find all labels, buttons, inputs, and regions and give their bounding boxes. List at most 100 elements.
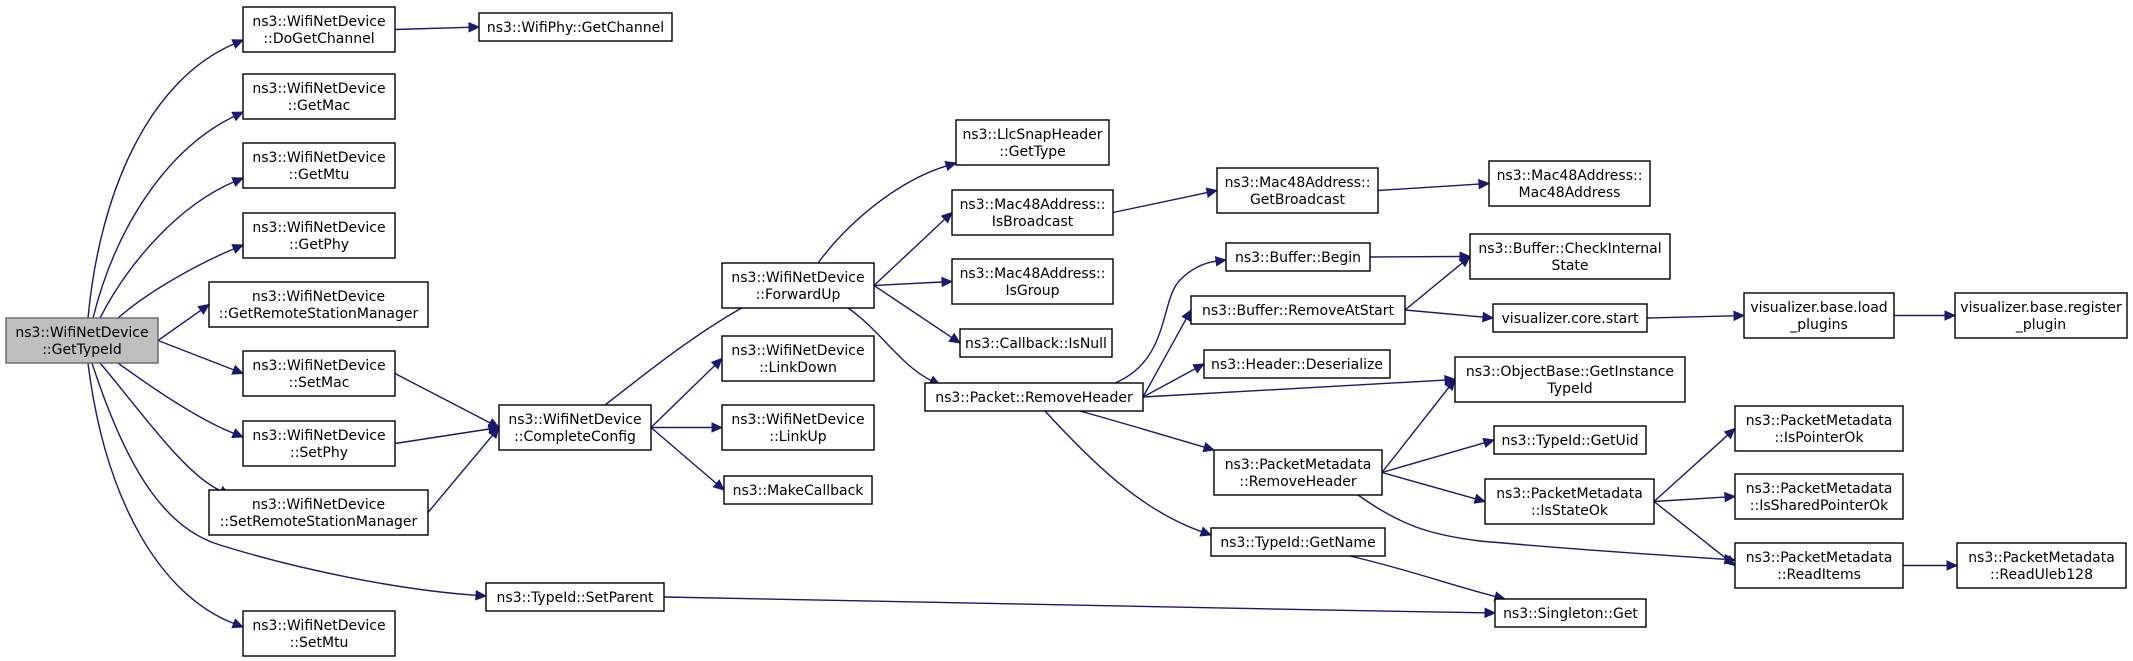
edge-n13-n18 (873, 218, 946, 287)
edge-n33-n39 (1653, 500, 1728, 560)
node-box (721, 335, 875, 382)
node-label: ns3::TypeId::SetParent (497, 590, 654, 606)
node-label: ns3::TypeId::GetUid (1501, 433, 1638, 449)
node-label: ::SetMac (289, 375, 350, 391)
edge-n13-n20 (873, 284, 953, 338)
edge-n0-n4 (99, 181, 235, 319)
function-node[interactable]: ns3::WifiNetDevice::SetRemoteStationMana… (208, 489, 429, 536)
node-label: ns3::WifiNetDevice (252, 289, 385, 305)
node-label: ns3::PacketMetadata (1225, 457, 1372, 473)
node-label: ns3::Buffer::RemoveAtStart (1202, 303, 1395, 319)
function-node[interactable]: ns3::Buffer::RemoveAtStart (1190, 295, 1406, 325)
edge-n25-n29 (1404, 262, 1463, 311)
function-node[interactable]: ns3::WifiNetDevice::DoGetChannel (242, 6, 396, 53)
edge-n0-n10 (87, 362, 234, 625)
node-label: _plugin (2015, 317, 2066, 333)
function-node[interactable]: ns3::PacketMetadata::ReadUleb128 (1956, 542, 2127, 589)
node-box (1454, 356, 1686, 403)
function-node[interactable]: ns3::Mac48Address::IsGroup (951, 258, 1114, 305)
function-node[interactable]: ns3::TypeId::GetUid (1493, 425, 1647, 455)
edge-arrowhead-n0-n8 (231, 428, 245, 439)
node-box (1734, 542, 1904, 589)
edge-arrowhead-n12-n16 (712, 479, 725, 491)
node-label: ::IsSharedPointerOk (1750, 498, 1889, 514)
edge-n21-n24 (1114, 260, 1217, 384)
function-node[interactable]: ns3::WifiNetDevice::GetMac (242, 73, 396, 120)
function-node[interactable]: ns3::WifiNetDevice::SetMtu (242, 610, 396, 657)
function-node[interactable]: ns3::Mac48Address::IsBroadcast (951, 189, 1114, 236)
node-label: ns3::MakeCallback (733, 483, 865, 499)
function-node[interactable]: ns3::WifiNetDevice::GetRemoteStationMana… (208, 281, 429, 328)
root-function-node[interactable]: ns3::WifiNetDevice::GetTypeId (5, 317, 159, 364)
node-label: ns3::WifiPhy::GetChannel (487, 20, 664, 36)
node-label: visualizer.base.register (1960, 300, 2122, 316)
node-label: ns3::Header::Deserialize (1211, 357, 1383, 373)
function-node[interactable]: ns3::PacketMetadata::RemoveHeader (1213, 449, 1383, 496)
function-node[interactable]: ns3::TypeId::SetParent (485, 582, 665, 612)
node-box (1956, 542, 2127, 589)
function-node[interactable]: ns3::Header::Deserialize (1203, 349, 1391, 379)
edge-n27-n31 (1381, 386, 1450, 473)
node-box (924, 382, 1144, 412)
function-node[interactable]: ns3::PacketMetadata::IsPointerOk (1734, 405, 1904, 452)
edge-arrowhead-n21-n28 (1199, 526, 1213, 537)
node-box (485, 582, 665, 612)
node-box (5, 317, 159, 364)
node-label: ns3::WifiNetDevice (731, 412, 864, 428)
edge-n27-n39 (1357, 494, 1726, 560)
function-node[interactable]: visualizer.base.load_plugins (1743, 292, 1895, 339)
edge-arrowhead-n0-n6 (197, 303, 211, 315)
function-node[interactable]: ns3::WifiNetDevice::SetPhy (242, 420, 396, 467)
function-node[interactable]: ns3::Buffer::Begin (1225, 242, 1371, 272)
node-box (1484, 478, 1655, 525)
function-node[interactable]: ns3::WifiNetDevice::SetMac (242, 350, 396, 397)
function-node[interactable]: ns3::PacketMetadata::IsStateOk (1484, 478, 1655, 525)
node-box (242, 420, 396, 467)
edge-n21-n26 (1142, 368, 1196, 398)
edge-n7-n12 (394, 372, 491, 424)
edge-n21-n25 (1142, 318, 1187, 398)
function-node[interactable]: ns3::Mac48Address::Mac48Address (1488, 160, 1651, 207)
node-box (242, 73, 396, 120)
edge-n28-n34 (1349, 555, 1496, 598)
function-node[interactable]: visualizer.base.register_plugin (1954, 292, 2128, 339)
function-node[interactable]: ns3::WifiNetDevice::GetMtu (242, 142, 396, 189)
node-box (1493, 425, 1647, 455)
edge-arrowhead-n18-n22 (1205, 187, 1219, 198)
node-label: ns3::WifiNetDevice (252, 428, 385, 444)
function-node[interactable]: ns3::Singleton::Get (1494, 598, 1647, 628)
function-node[interactable]: ns3::PacketMetadata::ReadItems (1734, 542, 1904, 589)
function-node[interactable]: ns3::TypeId::GetName (1210, 527, 1386, 557)
function-node[interactable]: ns3::MakeCallback (723, 475, 873, 505)
node-label: ::ReadItems (1777, 567, 1861, 583)
edge-n33-n37 (1653, 434, 1729, 503)
edge-arrowhead-n9-n12 (488, 426, 500, 439)
function-node[interactable]: ns3::WifiNetDevice::LinkDown (721, 335, 875, 382)
function-node[interactable]: ns3::Packet::RemoveHeader (924, 382, 1144, 412)
node-label: ns3::Packet::RemoveHeader (935, 390, 1133, 406)
edge-arrowhead-n0-n3 (231, 111, 245, 122)
edge-arrowhead-n0-n4 (231, 177, 245, 188)
function-node[interactable]: ns3::WifiNetDevice::ForwardUp (721, 262, 875, 309)
node-box (723, 475, 873, 505)
node-label: ::CompleteConfig (514, 429, 636, 445)
function-node[interactable]: ns3::Callback::IsNull (959, 328, 1113, 358)
function-node[interactable]: ns3::WifiNetDevice::LinkUp (721, 404, 875, 451)
node-label: ::LinkDown (759, 360, 837, 376)
function-node[interactable]: ns3::WifiPhy::GetChannel (478, 12, 673, 42)
edge-arrowhead-n27-n33 (1473, 493, 1487, 504)
function-node[interactable]: ns3::Mac48Address::GetBroadcast (1216, 167, 1379, 214)
node-label: ns3::WifiNetDevice (508, 412, 641, 428)
function-node[interactable]: visualizer.core.start (1492, 303, 1648, 333)
edge-arrowhead-n39-n40 (1946, 560, 1959, 571)
function-node[interactable]: ns3::LlcSnapHeader::GetType (955, 119, 1110, 166)
function-node[interactable]: ns3::WifiNetDevice::CompleteConfig (498, 404, 652, 451)
node-box (208, 281, 429, 328)
node-label: ns3::WifiNetDevice (252, 618, 385, 634)
function-node[interactable]: ns3::WifiNetDevice::GetPhy (242, 212, 396, 259)
function-node[interactable]: ns3::PacketMetadata::IsSharedPointerOk (1734, 473, 1904, 520)
node-label: ns3::WifiNetDevice (252, 150, 385, 166)
edge-n0-n6 (157, 309, 202, 342)
